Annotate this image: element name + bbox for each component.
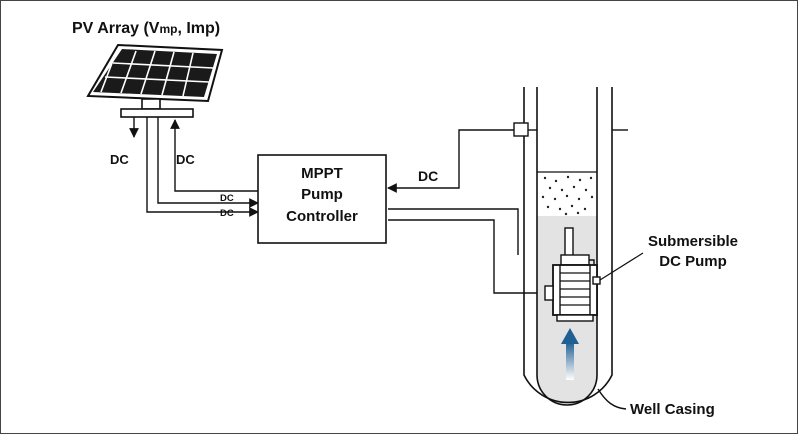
water-flow-arrow-icon bbox=[561, 328, 579, 380]
mppt-controller-box bbox=[257, 154, 387, 244]
solar-panel-icon bbox=[86, 43, 224, 118]
pump-leads bbox=[387, 129, 548, 294]
controller-line-1: MPPT bbox=[301, 165, 343, 182]
controller-line-3: Controller bbox=[286, 208, 358, 225]
well-casing-label: Well Casing bbox=[630, 401, 715, 418]
pump-pointer bbox=[599, 252, 644, 281]
submersible-pump-icon bbox=[544, 227, 601, 322]
controller-line-2: Pump bbox=[301, 186, 343, 203]
pump-label-line-2: DC Pump bbox=[659, 253, 727, 270]
dc-label-small-2: DC bbox=[220, 208, 234, 219]
pv-leads bbox=[129, 117, 259, 217]
dc-label-small-1: DC bbox=[220, 193, 234, 204]
well-casing-pointer bbox=[597, 388, 627, 410]
dc-label-right: DC bbox=[418, 168, 438, 184]
dc-label-down: DC bbox=[110, 152, 129, 167]
aeration-dots bbox=[541, 175, 594, 216]
dc-label-up: DC bbox=[176, 152, 195, 167]
pv-array-title: PV Array (Vmp, Imp) bbox=[72, 20, 220, 37]
pump-label-line-1: Submersible bbox=[648, 233, 738, 250]
